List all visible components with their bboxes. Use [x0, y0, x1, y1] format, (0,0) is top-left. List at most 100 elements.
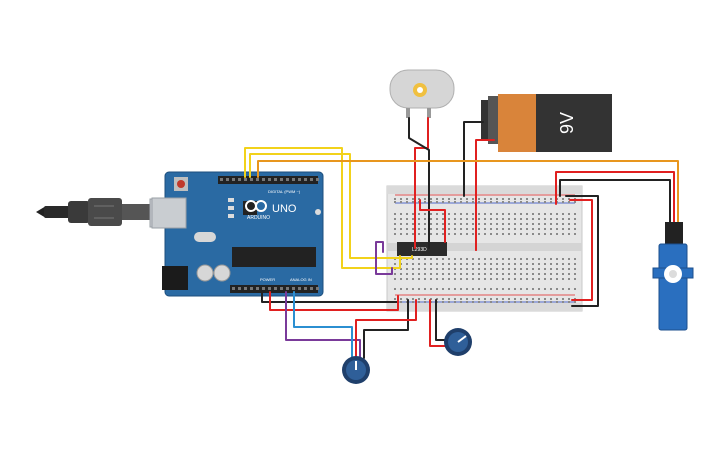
breadboard-hole [472, 223, 474, 225]
wire-yellow-2 [249, 153, 413, 259]
breadboard-hole [514, 288, 516, 290]
breadboard-hole [550, 278, 552, 280]
breadboard-hole [424, 201, 426, 203]
breadboard-hole [406, 233, 408, 235]
breadboard-hole [520, 233, 522, 235]
breadboard-hole [394, 273, 396, 275]
breadboard-hole [526, 298, 528, 300]
servo-motor-icon[interactable] [652, 222, 694, 331]
breadboard-hole [466, 268, 468, 270]
breadboard-hole [490, 273, 492, 275]
breadboard-hole [532, 263, 534, 265]
reset-button[interactable] [177, 180, 185, 188]
breadboard-hole [550, 258, 552, 260]
breadboard-hole [424, 301, 426, 303]
breadboard-hole [484, 268, 486, 270]
breadboard-hole [568, 218, 570, 220]
breadboard-hole [442, 268, 444, 270]
potentiometer-1-icon[interactable] [342, 356, 370, 384]
breadboard-hole [418, 218, 420, 220]
breadboard-hole [430, 201, 432, 203]
breadboard-hole [460, 258, 462, 260]
breadboard-hole [418, 278, 420, 280]
breadboard-hole [430, 273, 432, 275]
breadboard-hole [484, 198, 486, 200]
breadboard-hole [520, 218, 522, 220]
header-pin [286, 178, 289, 181]
battery-9v[interactable]: 9V [481, 94, 612, 152]
breadboard-hole [490, 228, 492, 230]
breadboard-hole [484, 273, 486, 275]
header-pin [238, 178, 241, 181]
breadboard-hole [532, 268, 534, 270]
breadboard-hole [496, 268, 498, 270]
breadboard-hole [436, 228, 438, 230]
breadboard-hole [526, 201, 528, 203]
breadboard-hole [478, 201, 480, 203]
ic-label: L293D [412, 247, 427, 253]
breadboard-hole [562, 218, 564, 220]
breadboard-hole [562, 198, 564, 200]
breadboard-hole [508, 201, 510, 203]
breadboard-hole [448, 213, 450, 215]
breadboard-hole [460, 278, 462, 280]
breadboard-hole [442, 223, 444, 225]
breadboard-hole [544, 223, 546, 225]
breadboard-hole [448, 228, 450, 230]
breadboard-hole [424, 278, 426, 280]
wire-arduino-red-5v [269, 291, 399, 311]
potentiometer-2-icon[interactable] [444, 328, 472, 356]
breadboard-hole [418, 228, 420, 230]
breadboard-hole [478, 288, 480, 290]
breadboard-hole [538, 288, 540, 290]
breadboard-hole [454, 278, 456, 280]
breadboard-hole [418, 273, 420, 275]
breadboard-hole [562, 273, 564, 275]
breadboard-hole [544, 228, 546, 230]
breadboard-hole [454, 301, 456, 303]
breadboard-hole [478, 298, 480, 300]
breadboard-hole [514, 228, 516, 230]
breadboard-hole [574, 228, 576, 230]
breadboard-hole [502, 273, 504, 275]
breadboard-hole [400, 288, 402, 290]
arduino-uno-board[interactable]: ARDUINO UNO DIGITAL (PWM ~) POWER ANALOG… [151, 171, 324, 297]
breadboard-hole [448, 301, 450, 303]
breadboard-hole [406, 213, 408, 215]
breadboard-hole [526, 278, 528, 280]
breadboard-hole [406, 288, 408, 290]
breadboard-hole [538, 258, 540, 260]
l293d-ic[interactable]: L293D [397, 242, 447, 256]
breadboard-hole [502, 213, 504, 215]
breadboard-hole [550, 288, 552, 290]
breadboard-hole [442, 263, 444, 265]
breadboard-hole [436, 213, 438, 215]
breadboard-hole [442, 228, 444, 230]
wire-motor-black [408, 117, 430, 249]
dc-motor-icon[interactable] [389, 69, 455, 118]
breadboard-hole [442, 288, 444, 290]
breadboard-hole [436, 233, 438, 235]
breadboard-hole [550, 228, 552, 230]
breadboard-hole [484, 223, 486, 225]
breadboard-hole [418, 288, 420, 290]
breadboard-hole [472, 301, 474, 303]
breadboard-hole [448, 218, 450, 220]
breadboard-hole [556, 258, 558, 260]
breadboard-hole [484, 278, 486, 280]
breadboard-hole [436, 223, 438, 225]
breadboard-hole [568, 268, 570, 270]
breadboard-hole [454, 268, 456, 270]
breadboard-hole [544, 263, 546, 265]
breadboard-hole [544, 258, 546, 260]
breadboard-hole [550, 268, 552, 270]
breadboard-hole [490, 258, 492, 260]
breadboard-hole [430, 223, 432, 225]
breadboard-hole [472, 278, 474, 280]
breadboard-hole [544, 278, 546, 280]
header-pin [292, 178, 295, 181]
breadboard-hole [430, 233, 432, 235]
breadboard-hole [514, 198, 516, 200]
breadboard-hole [502, 223, 504, 225]
header-pin [274, 178, 277, 181]
